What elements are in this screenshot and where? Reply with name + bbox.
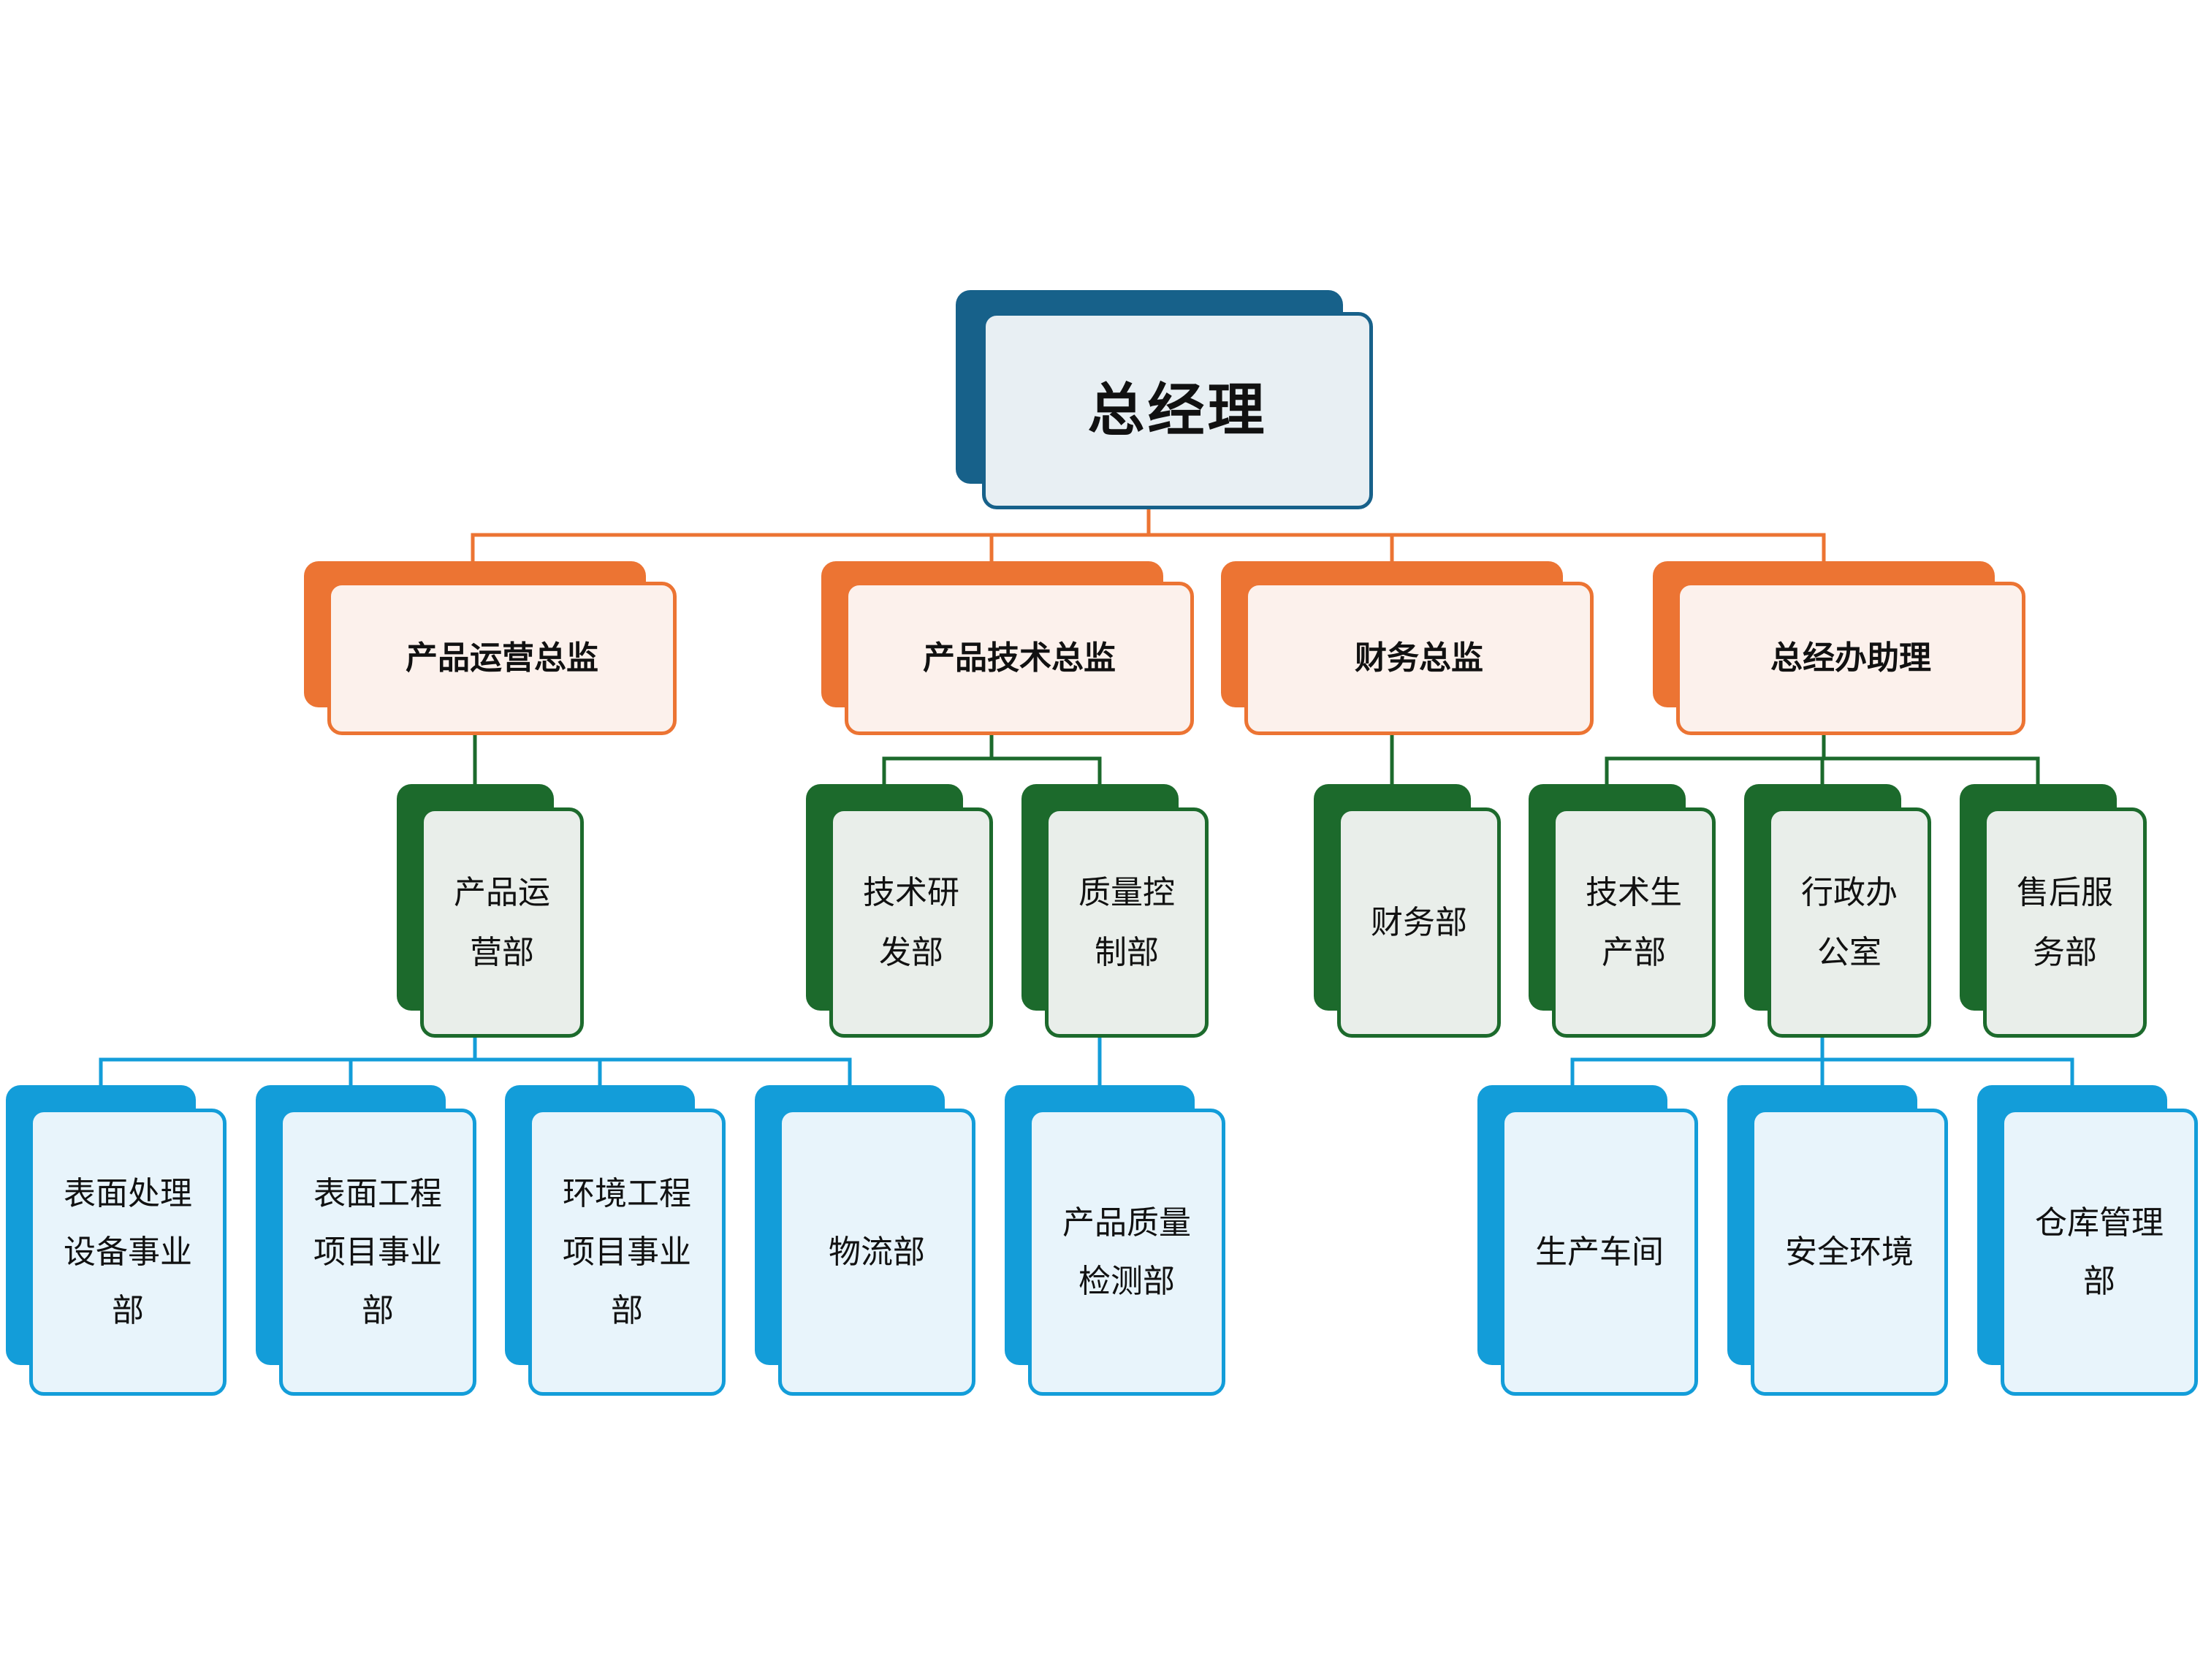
node-label: 产品运营总监 <box>406 639 598 677</box>
node-label: 表面工程 项目事业 部 <box>313 1174 442 1329</box>
node-label: 财务总监 <box>1355 639 1483 677</box>
node-label: 总经理 <box>1087 378 1268 444</box>
node-label: 环境工程 项目事业 部 <box>563 1174 691 1329</box>
node-label: 财务部 <box>1371 903 1467 941</box>
node-label: 行政办 公室 <box>1801 873 1898 971</box>
node-label: 生产车间 <box>1535 1233 1664 1271</box>
node-label: 总经办助理 <box>1770 639 1931 677</box>
node-label: 表面处理 设备事业 部 <box>64 1174 192 1329</box>
node-label: 产品运 营部 <box>454 873 550 971</box>
node-label: 技术生 产部 <box>1586 873 1682 971</box>
node-label: 产品质量 检测部 <box>1062 1204 1191 1300</box>
node-label: 技术研 发部 <box>863 873 959 971</box>
node-label: 仓库管理 部 <box>2035 1204 2164 1300</box>
node-label: 安全环境 <box>1785 1233 1914 1271</box>
node-label: 产品技术总监 <box>923 639 1116 677</box>
node-label: 质量控 制部 <box>1078 873 1175 971</box>
node-label: 售后服 务部 <box>2017 873 2113 971</box>
node-label: 物流部 <box>829 1233 925 1271</box>
